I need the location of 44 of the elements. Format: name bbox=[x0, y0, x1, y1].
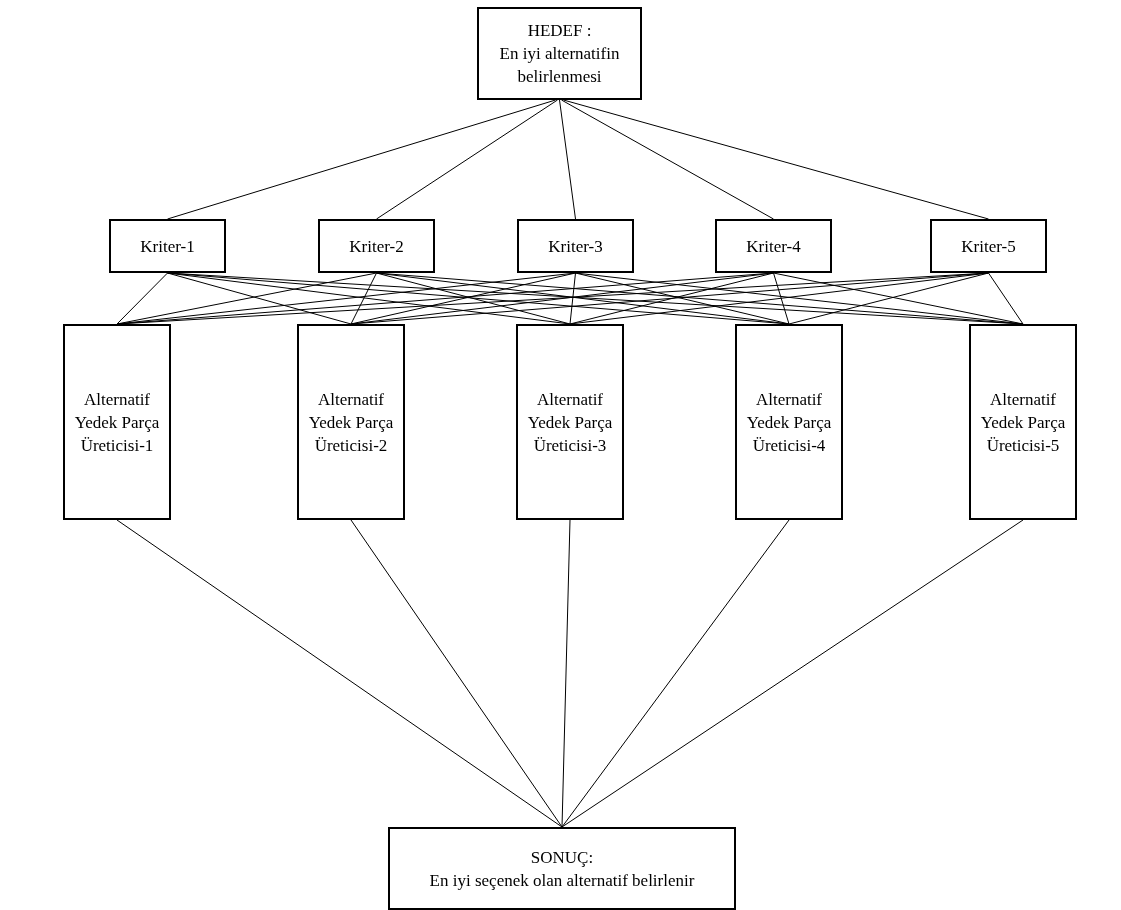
connector-line bbox=[773, 272, 790, 325]
result-box bbox=[388, 827, 736, 910]
alternative-box bbox=[63, 324, 171, 520]
criterion-box bbox=[517, 219, 634, 273]
box-text: Kriter-4 bbox=[746, 235, 801, 258]
connector-line bbox=[167, 272, 352, 325]
connector-line bbox=[167, 99, 556, 220]
box-heading: SONUÇ: bbox=[530, 846, 594, 869]
box-text: Kriter-5 bbox=[961, 235, 1016, 258]
connector-line bbox=[350, 519, 563, 828]
connector-line bbox=[559, 99, 576, 220]
box-text: Alternatif Yedek Parça Üreticisi-1 bbox=[73, 388, 161, 457]
connector-line bbox=[569, 272, 576, 325]
box-text: Alternatif Yedek Parça Üreticisi-5 bbox=[979, 388, 1067, 457]
box-text: Kriter-2 bbox=[349, 235, 404, 258]
box-text: En iyi seçenek olan alternatif belirlenir bbox=[429, 869, 695, 892]
connector-line bbox=[116, 519, 563, 828]
box-text: Alternatif Yedek Parça Üreticisi-3 bbox=[526, 388, 614, 457]
connector-line bbox=[376, 99, 558, 220]
connector-line bbox=[561, 519, 571, 828]
connector-line bbox=[561, 519, 1024, 828]
criterion-box bbox=[318, 219, 435, 273]
connector-line bbox=[350, 272, 377, 325]
alternative-box bbox=[969, 324, 1077, 520]
box-text: Alternatif Yedek Parça Üreticisi-4 bbox=[745, 388, 833, 457]
box-text: Kriter-1 bbox=[140, 235, 195, 258]
box-heading: HEDEF : bbox=[527, 20, 592, 42]
alternative-box bbox=[297, 324, 405, 520]
box-text: En iyi alternatifin belirlenmesi bbox=[498, 43, 621, 88]
box-text: Alternatif Yedek Parça Üreticisi-2 bbox=[307, 388, 395, 457]
connector-line bbox=[116, 272, 168, 325]
connector-line bbox=[773, 272, 1024, 325]
criterion-box bbox=[715, 219, 832, 273]
connector-line bbox=[561, 519, 790, 828]
criterion-box bbox=[109, 219, 226, 273]
connector-line bbox=[561, 99, 774, 220]
alternative-box bbox=[735, 324, 843, 520]
criterion-box bbox=[930, 219, 1047, 273]
alternative-box bbox=[516, 324, 624, 520]
box-text: Kriter-3 bbox=[548, 235, 603, 258]
goal-box bbox=[477, 7, 642, 100]
connector-line bbox=[988, 272, 1024, 325]
connector-line bbox=[788, 272, 989, 325]
connector-line bbox=[563, 99, 989, 220]
